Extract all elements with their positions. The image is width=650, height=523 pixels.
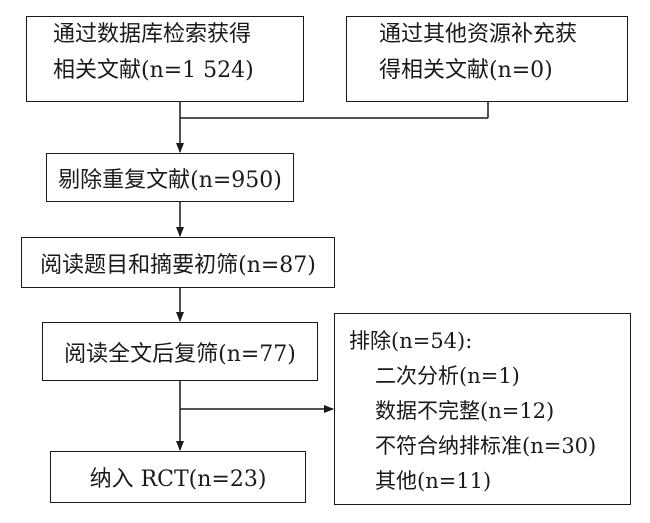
excluded-heading: 排除(n=54): bbox=[349, 329, 473, 353]
other-sources-line-2: 得相关文献(n=0) bbox=[379, 58, 553, 83]
database-search-line-2: 相关文献(n=1 524) bbox=[53, 58, 254, 83]
remove-duplicates-box: 剔除重复文献(n=950) bbox=[46, 153, 294, 202]
excluded-item-criteria-not-met: 不符合纳排标准(n=30) bbox=[375, 434, 597, 458]
database-search-box: 通过数据库检索获得 相关文献(n=1 524) bbox=[26, 16, 304, 102]
included-rct-box: 纳入 RCT(n=23) bbox=[50, 451, 306, 503]
excluded-box: 排除(n=54): 二次分析(n=1) 数据不完整(n=12) 不符合纳排标准(… bbox=[334, 313, 631, 505]
fulltext-rescreen-box: 阅读全文后复筛(n=77) bbox=[42, 322, 318, 381]
excluded-item-secondary-analysis: 二次分析(n=1) bbox=[375, 364, 520, 388]
fulltext-rescreen-label: 阅读全文后复筛(n=77) bbox=[64, 341, 296, 367]
database-search-line-1: 通过数据库检索获得 bbox=[53, 22, 252, 47]
other-sources-line-1: 通过其他资源补充获 bbox=[379, 22, 578, 47]
excluded-item-incomplete-data: 数据不完整(n=12) bbox=[375, 399, 555, 423]
remove-duplicates-label: 剔除重复文献(n=950) bbox=[58, 167, 282, 193]
title-abstract-screen-box: 阅读题目和摘要初筛(n=87) bbox=[21, 237, 335, 288]
title-abstract-screen-label: 阅读题目和摘要初筛(n=87) bbox=[40, 252, 316, 278]
excluded-item-other: 其他(n=11) bbox=[375, 469, 492, 493]
included-rct-label: 纳入 RCT(n=23) bbox=[89, 467, 267, 492]
other-sources-box: 通过其他资源补充获 得相关文献(n=0) bbox=[346, 16, 628, 102]
